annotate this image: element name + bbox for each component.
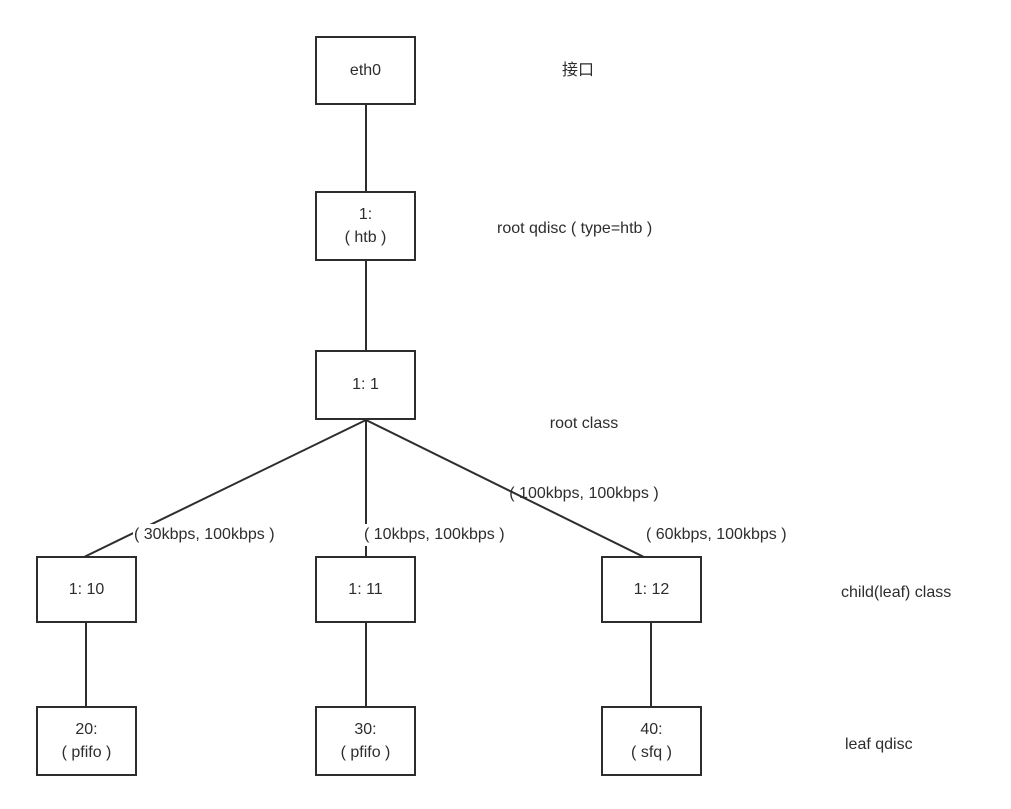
node-qdisc-30-handle: 30: <box>354 720 377 738</box>
node-qdisc-40-type: ( sfq ) <box>631 744 672 761</box>
node-eth0-label: eth0 <box>349 61 382 79</box>
node-qdisc-40-handle: 40: <box>640 720 663 738</box>
node-class-11-handle: 1: 11 <box>348 580 383 598</box>
node-qdisc-30-type: ( pfifo ) <box>340 744 391 761</box>
node-class-10-handle: 1: 10 <box>68 580 105 598</box>
node-qdisc-30[interactable]: 30: ( pfifo ) <box>315 706 416 776</box>
annotation-child-class: child(leaf) class <box>841 584 952 601</box>
node-class-12[interactable]: 1: 12 <box>601 556 702 623</box>
node-root-class[interactable]: 1: 1 <box>315 350 416 420</box>
edge-label-class-10: ( 30kbps, 100kbps ) <box>133 524 276 547</box>
annotation-interface: 接口 <box>562 62 595 79</box>
annotation-root-qdisc: root qdisc ( type=htb ) <box>497 220 653 237</box>
edge-root-class-to-class-12 <box>365 419 649 560</box>
edge-root-class-to-class-10 <box>79 419 367 560</box>
node-qdisc-20-handle: 20: <box>75 720 98 738</box>
node-eth0[interactable]: eth0 <box>315 36 416 105</box>
node-class-10[interactable]: 1: 10 <box>36 556 137 623</box>
annotation-root-class: root class ( 100kbps, 100kbps ) <box>484 366 684 552</box>
node-qdisc-20-type: ( pfifo ) <box>61 744 112 761</box>
annotation-root-class-line1: root class <box>549 415 619 433</box>
node-qdisc-40[interactable]: 40: ( sfq ) <box>601 706 702 776</box>
annotation-leaf-qdisc: leaf qdisc <box>845 736 913 753</box>
node-root-qdisc[interactable]: 1: ( htb ) <box>315 191 416 261</box>
node-root-qdisc-handle: 1: <box>358 205 373 223</box>
node-class-11[interactable]: 1: 11 <box>315 556 416 623</box>
annotation-root-class-line2: ( 100kbps, 100kbps ) <box>509 484 659 502</box>
node-qdisc-20[interactable]: 20: ( pfifo ) <box>36 706 137 776</box>
edge-label-class-12: ( 60kbps, 100kbps ) <box>645 524 788 547</box>
node-root-class-handle: 1: 1 <box>352 376 379 394</box>
node-class-12-handle: 1: 12 <box>633 580 670 598</box>
node-root-qdisc-type: ( htb ) <box>344 229 387 246</box>
edge-label-class-11: ( 10kbps, 100kbps ) <box>363 524 506 547</box>
